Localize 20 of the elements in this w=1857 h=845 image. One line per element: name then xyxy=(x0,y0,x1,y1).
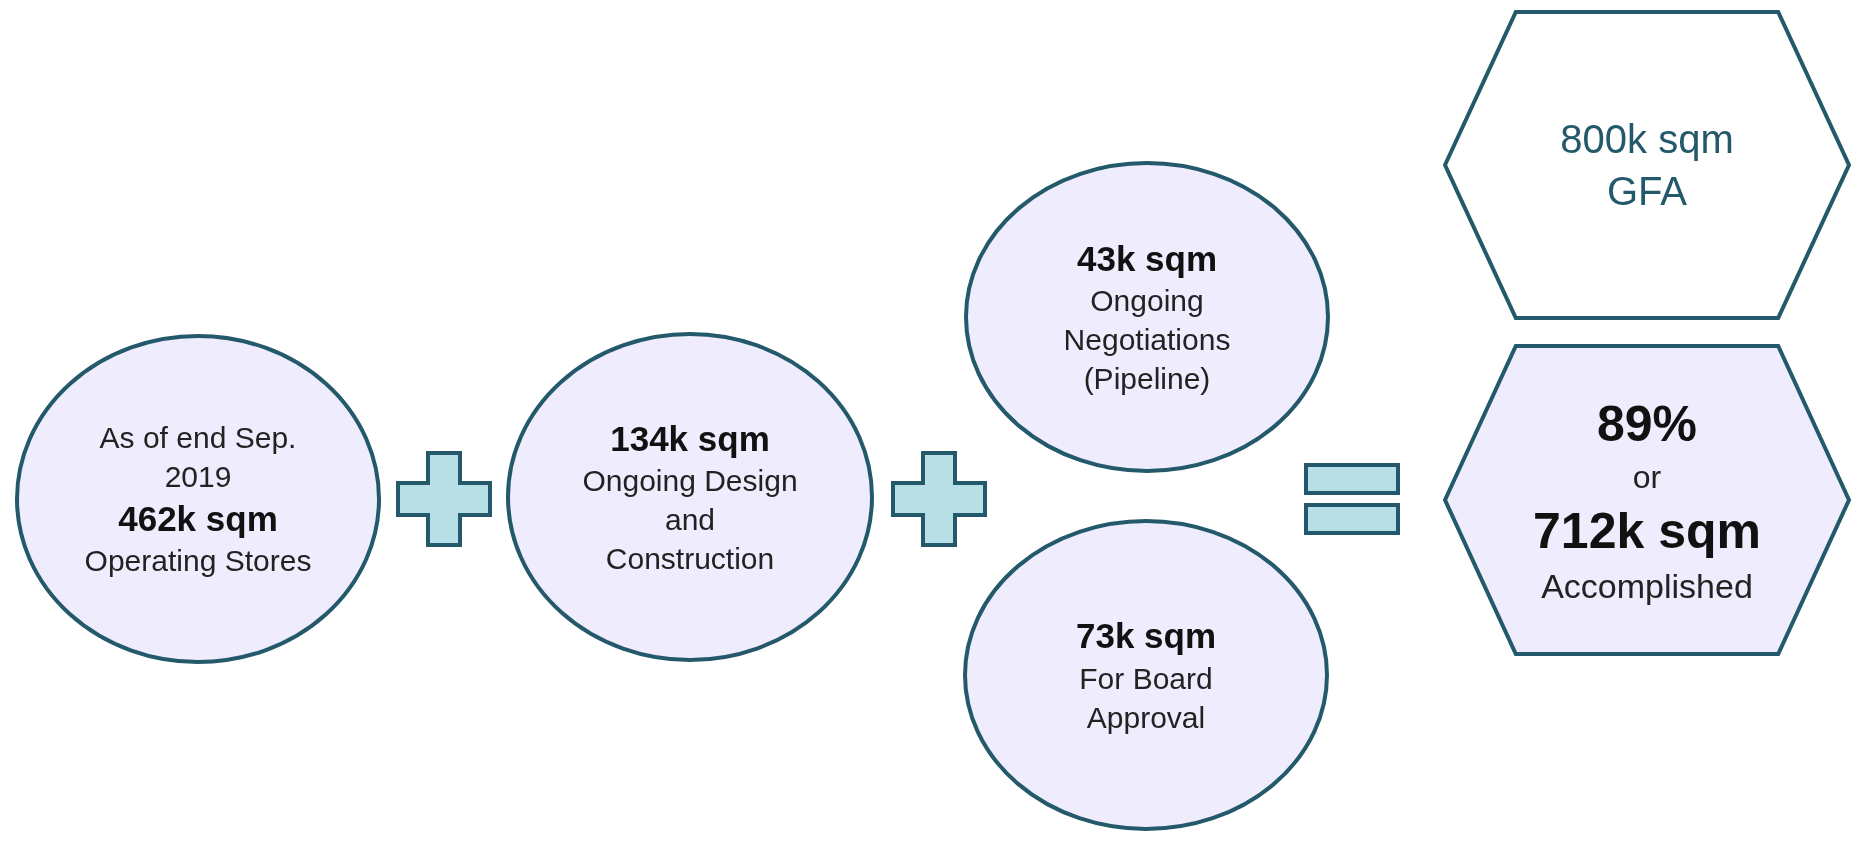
value-text: 134k sqm xyxy=(610,417,770,460)
ellipse-node xyxy=(14,333,382,665)
value-text: 462k sqm xyxy=(118,497,278,540)
hexagon-node xyxy=(1442,9,1852,321)
node-text: 800k sqm GFA xyxy=(1559,116,1735,215)
node-text: As of end Sep. 2019 xyxy=(98,419,298,495)
node-text: Accomplished xyxy=(1541,565,1753,607)
node-text: or xyxy=(1632,458,1662,498)
node-text: Ongoing Negotiations (Pipeline) xyxy=(1062,283,1232,398)
node-text: For Board Approval xyxy=(1078,660,1214,736)
value-text: 89% xyxy=(1596,395,1698,455)
ellipse-node xyxy=(962,518,1330,832)
node-text: Ongoing Design and Construction xyxy=(581,463,799,578)
ellipse-node xyxy=(505,331,875,663)
ellipse-node xyxy=(963,160,1331,474)
value-text: 712k sqm xyxy=(1533,501,1761,561)
value-text: 43k sqm xyxy=(1076,237,1218,280)
value-text: 73k sqm xyxy=(1075,615,1217,658)
hexagon-node xyxy=(1442,343,1852,657)
node-text: Operating Stores xyxy=(84,543,312,580)
